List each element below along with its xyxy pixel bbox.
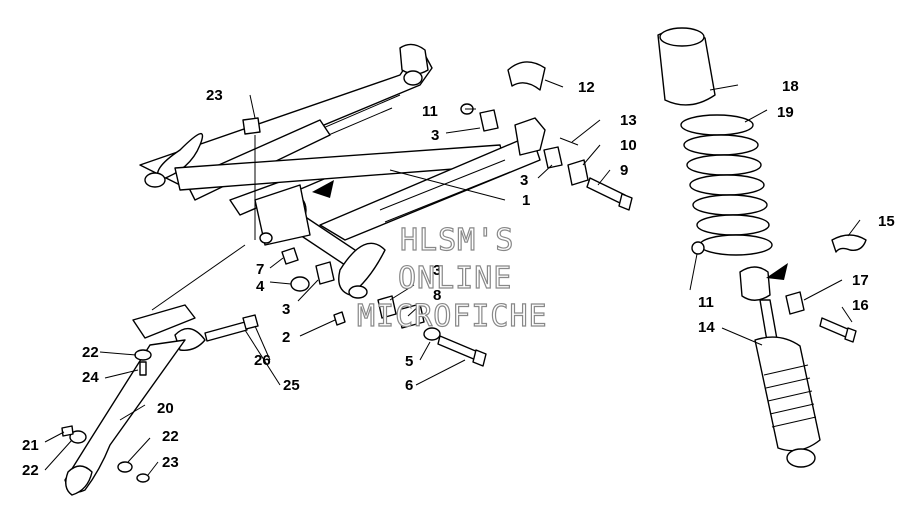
coil-spring	[680, 114, 773, 256]
callout-16: 16	[852, 297, 869, 314]
callout-24: 24	[82, 369, 99, 386]
hardware-center	[242, 61, 633, 367]
callout-20: 20	[157, 400, 174, 417]
callout-15: 15	[878, 213, 895, 230]
callout-11: 11	[422, 103, 438, 120]
callout-22: 22	[22, 462, 39, 479]
watermark-line-2: ONLINE	[397, 261, 513, 296]
callout-17: 17	[852, 272, 869, 289]
front-arm-assembly	[139, 43, 433, 216]
callout-3: 3	[433, 262, 441, 279]
callout-10: 10	[620, 137, 637, 154]
reference-arrow	[312, 180, 334, 198]
callout-3: 3	[520, 172, 528, 189]
callout-12: 12	[578, 79, 595, 96]
callout-7: 5	[405, 353, 413, 370]
callout-3: 3	[431, 127, 439, 144]
callout-13: 13	[620, 112, 637, 129]
watermark-line-1: HLSM'S	[399, 223, 515, 258]
callout-6: 8	[433, 287, 441, 304]
callout-26: 26	[254, 352, 271, 369]
callout-8: 6	[405, 377, 413, 394]
callout-9: 9	[620, 162, 628, 179]
callout-2: 2	[282, 329, 290, 346]
callout-11: 11	[698, 294, 714, 311]
callout-22: 22	[162, 428, 179, 445]
callout-14: 14	[698, 319, 715, 336]
callout-5: 7	[256, 261, 264, 278]
rear-arm	[319, 117, 546, 299]
callout-23: 23	[206, 87, 223, 104]
shock-absorber	[657, 27, 867, 468]
callout-3: 3	[282, 301, 290, 318]
lower-link-assembly	[61, 304, 259, 496]
callout-23: 23	[162, 454, 179, 471]
callout-4: 4	[256, 278, 265, 295]
callout-22: 22	[82, 344, 99, 361]
leader-lines	[44, 79, 861, 476]
callout-21: 21	[22, 437, 39, 454]
watermark-line-3: MICROFICHE	[356, 299, 548, 334]
callout-18: 18	[782, 78, 799, 95]
reference-arrow	[766, 263, 788, 280]
callout-25: 25	[283, 377, 300, 394]
callout-1: 1	[522, 192, 530, 209]
callout-19: 19	[777, 104, 794, 121]
callouts: 23 12 11 3 13 10 9 3 1 7 4 3 2 3 8 5 6 2…	[22, 78, 895, 479]
